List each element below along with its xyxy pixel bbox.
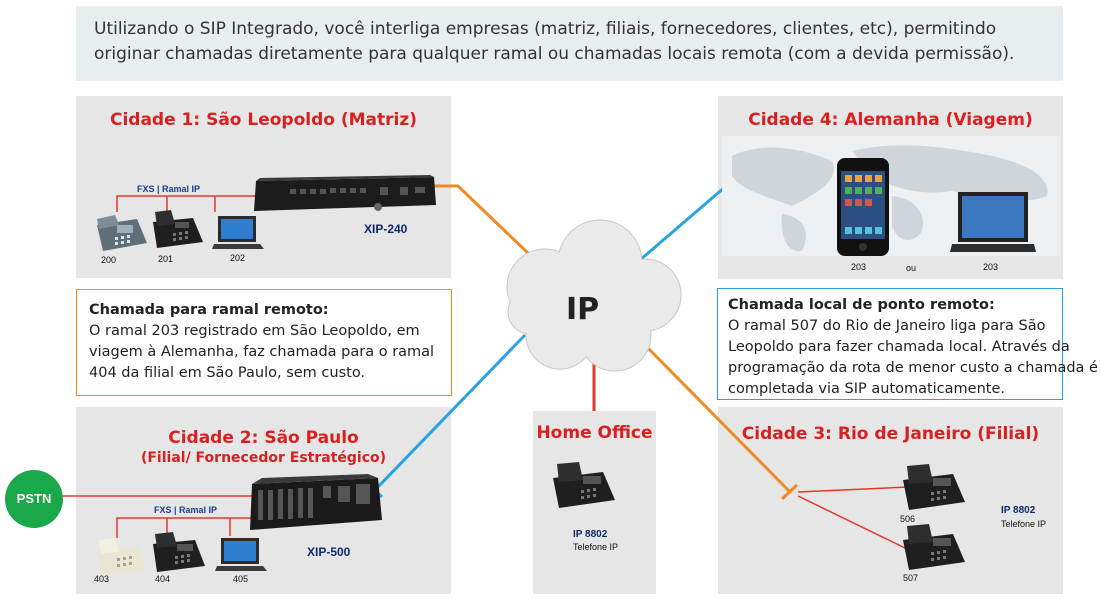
link-city2: [373, 333, 527, 492]
city3-ext-507: 507: [903, 573, 919, 583]
city4-ext-right: 203: [983, 262, 999, 272]
city2-title: Cidade 2: São Paulo: [168, 428, 359, 448]
city3-panel: [718, 407, 1063, 594]
xip-240-device-icon: [254, 175, 436, 211]
note-right-line-2: Leopoldo para fazer chamada local. Atrav…: [728, 339, 1070, 355]
city4-title: Cidade 4: Alemanha (Viagem): [748, 110, 1033, 130]
cloud-label: IP: [566, 292, 600, 327]
note-left-heading: Chamada para ramal remoto:: [89, 302, 329, 318]
intro-line-1: Utilizando o SIP Integrado, você interli…: [94, 19, 997, 39]
note-local-remote: Chamada local de ponto remoto: O ramal 5…: [717, 288, 1098, 400]
intro-banner: Utilizando o SIP Integrado, você interli…: [76, 6, 1063, 81]
city3-desc: Telefone IP: [1001, 519, 1047, 529]
laptop-405-icon: [215, 538, 267, 571]
pstn-link: [63, 495, 256, 538]
intro-line-2: originar chamadas diretamente para qualq…: [94, 44, 1015, 64]
city3-ext-506: 506: [900, 514, 916, 524]
laptop-202-icon: [212, 216, 264, 249]
phone-506-icon: [903, 464, 965, 510]
laptop-203-icon: [950, 192, 1036, 252]
note-right-line-3: programação da rota de menor custo a cha…: [728, 360, 1098, 376]
city2-ext-404: 404: [155, 574, 171, 584]
note-remote-extension: Chamada para ramal remoto: O ramal 203 r…: [76, 289, 452, 396]
city2-fxs-label: FXS | Ramal IP: [154, 505, 218, 515]
note-right-line-1: O ramal 507 do Rio de Janeiro liga para …: [728, 318, 1046, 334]
city2-ext-403: 403: [94, 574, 110, 584]
city3-phone-links: [797, 486, 909, 549]
city4-ext-left: 203: [851, 262, 867, 272]
note-left-line-1: O ramal 203 registrado em São Leopoldo, …: [89, 323, 420, 339]
home-office-title: Home Office: [536, 423, 653, 443]
note-left-line-2: viagem à Alemanha, faz chamada para o ra…: [89, 344, 435, 360]
city1-device-label: XIP-240: [364, 222, 408, 236]
city2-ext-405: 405: [233, 574, 249, 584]
home-office-phone-icon: [553, 462, 615, 508]
city2-device-label: XIP-500: [307, 545, 351, 559]
home-office-desc: Telefone IP: [573, 542, 619, 552]
link-city3: [638, 338, 792, 494]
city3-title: Cidade 3: Rio de Janeiro (Filial): [741, 424, 1040, 444]
note-right-heading: Chamada local de ponto remoto:: [728, 297, 995, 313]
phone-404-icon: [153, 532, 205, 572]
city4-or: ou: [906, 263, 917, 273]
home-office-model: IP 8802: [573, 529, 608, 540]
city3-model: IP 8802: [1001, 505, 1036, 516]
city1-fxs-label: FXS | Ramal IP: [137, 184, 201, 194]
note-left-line-3: 404 da filial em São Paulo, sem custo.: [89, 365, 366, 381]
phone-201-icon: [153, 210, 203, 248]
city1-ext-200: 200: [101, 255, 117, 265]
phone-507-icon: [903, 524, 965, 570]
phone-200-icon: [97, 215, 147, 251]
city1-title: Cidade 1: São Leopoldo (Matriz): [109, 110, 418, 130]
note-right-line-4: completada via SIP automaticamente.: [728, 381, 1005, 397]
xip-500-device-icon: [250, 474, 382, 530]
link-city1: [428, 184, 532, 257]
phone-403-icon: [97, 538, 147, 576]
city1-ext-201: 201: [158, 254, 174, 264]
iphone-icon: [837, 158, 889, 256]
city1-ext-202: 202: [230, 253, 246, 263]
pstn-badge: PSTN: [5, 470, 63, 528]
city1-fxs-bracket: [116, 195, 256, 212]
city2-subtitle: (Filial/ Fornecedor Estratégico): [140, 450, 387, 466]
